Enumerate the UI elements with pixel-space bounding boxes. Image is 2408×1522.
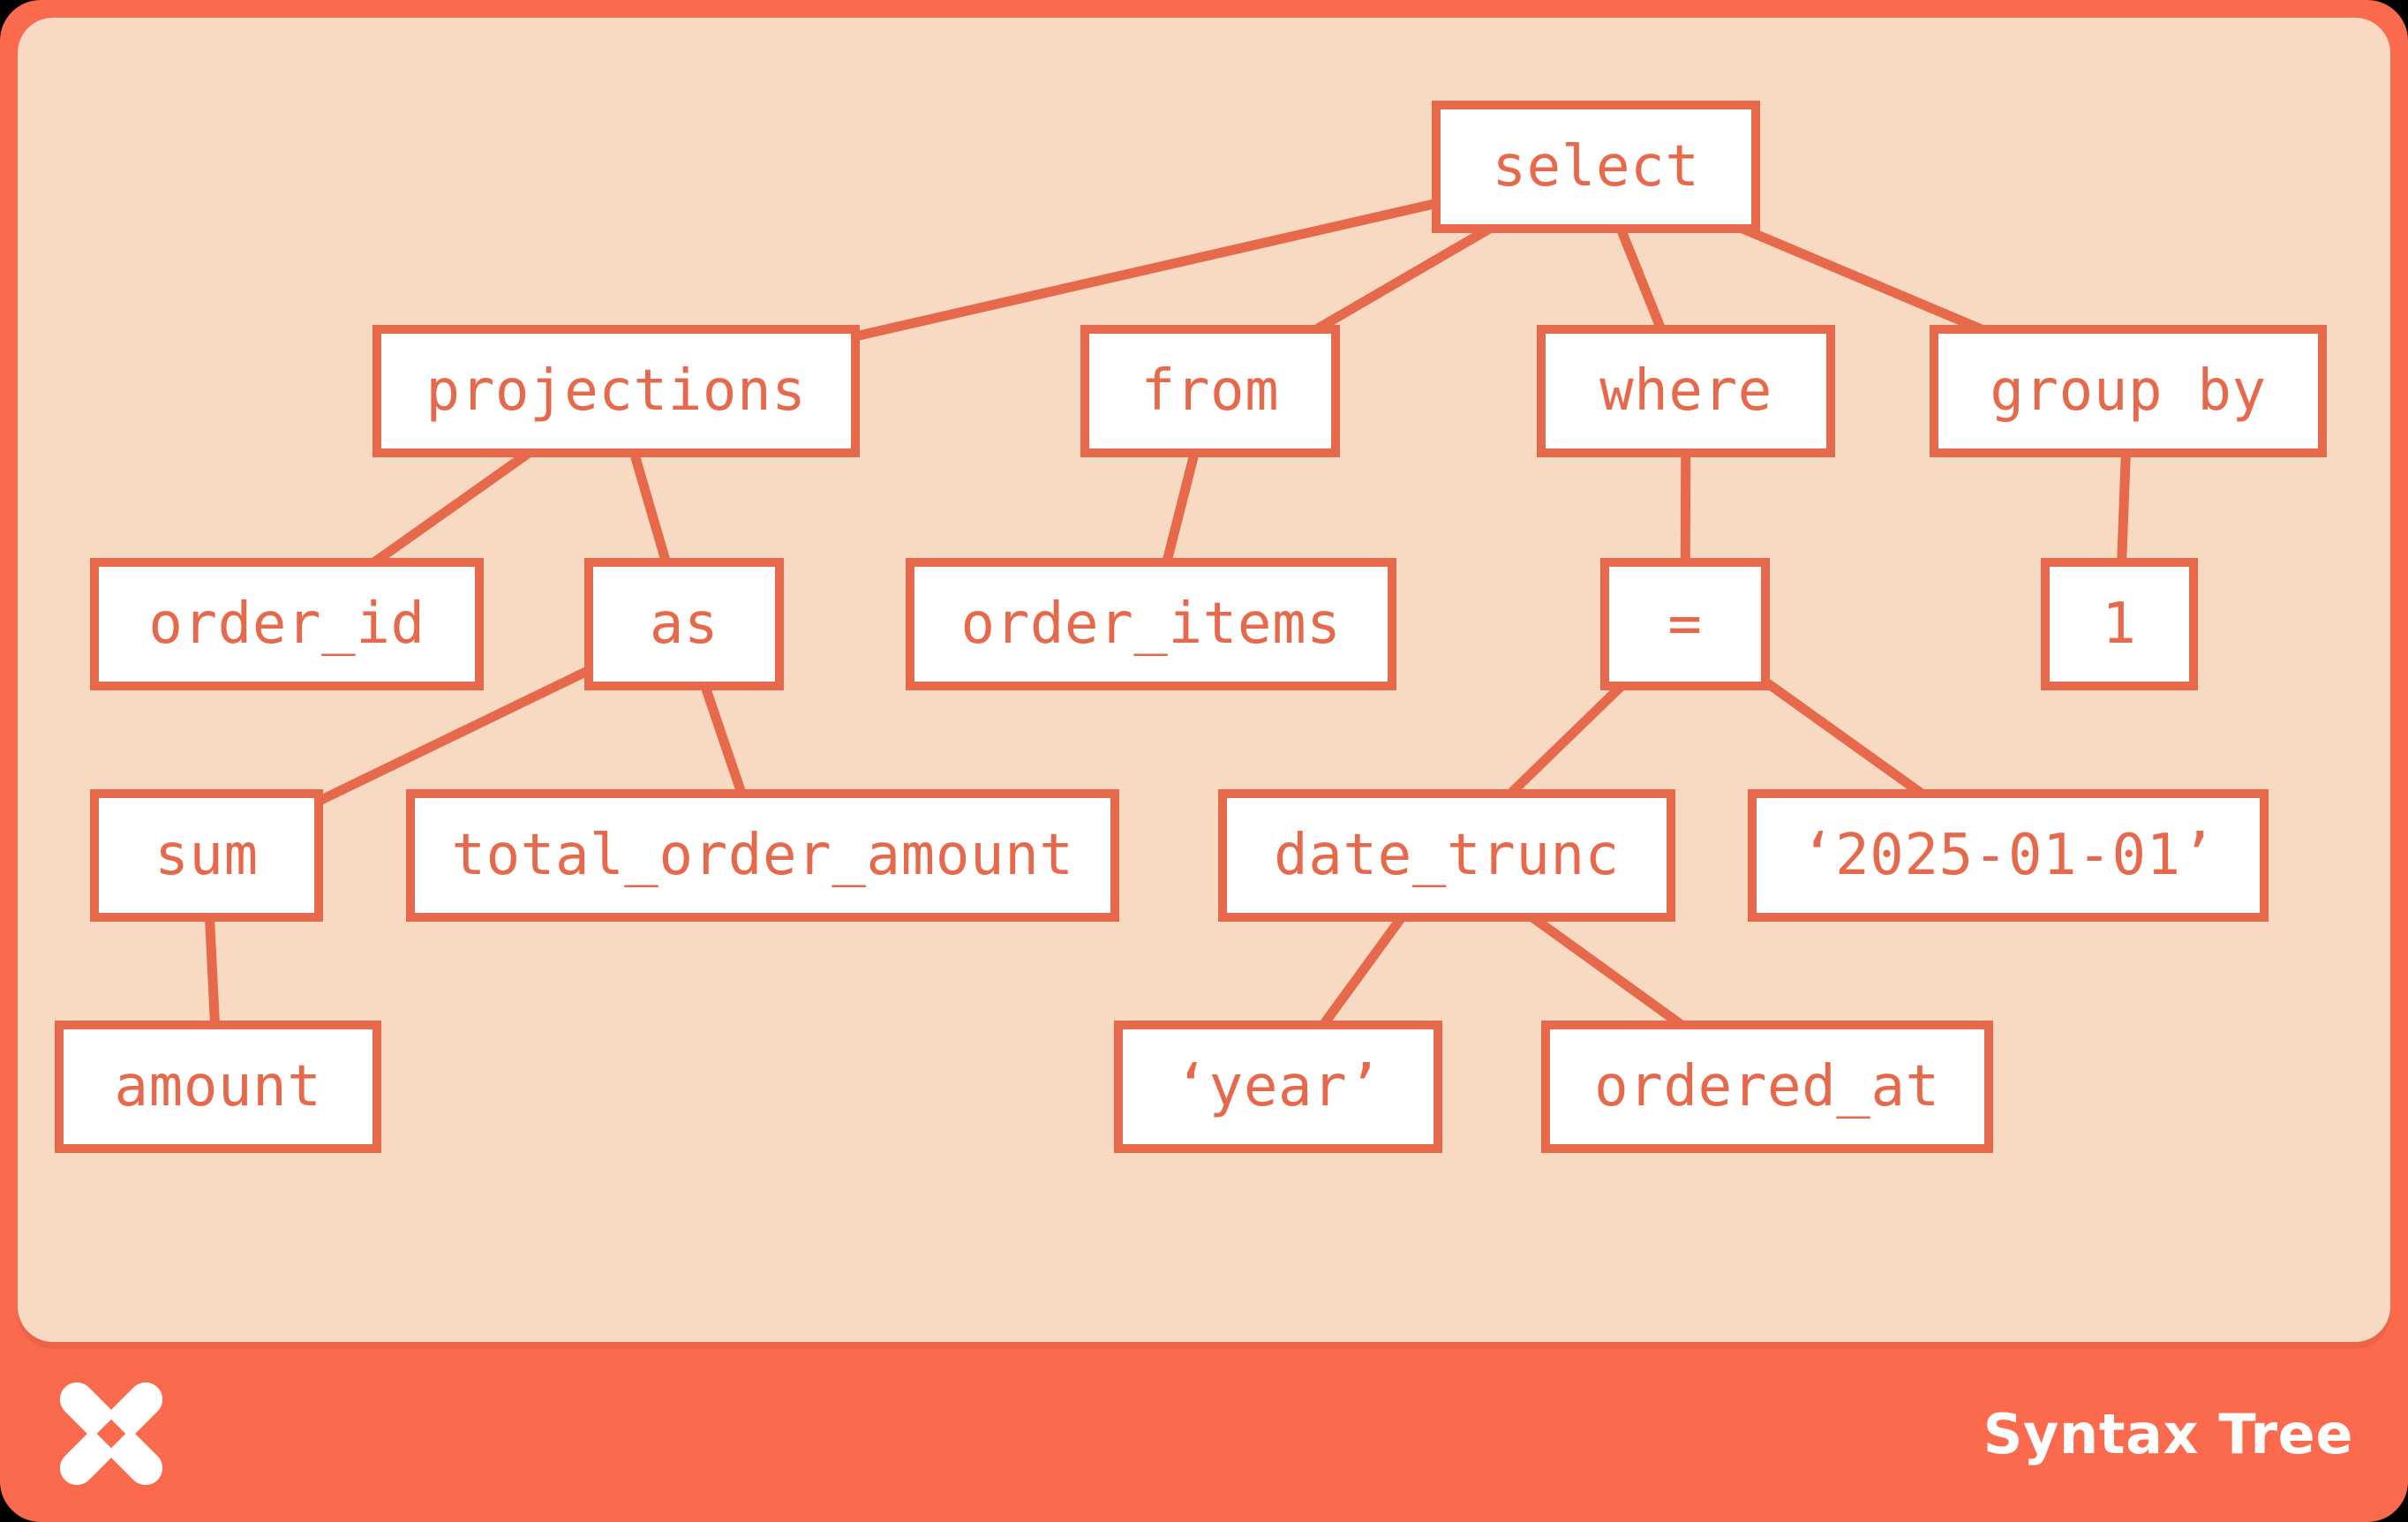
footer-title: Syntax Tree bbox=[1983, 1401, 2353, 1466]
node-where: where bbox=[1537, 325, 1835, 457]
node-date_literal: ‘2025-01-01’ bbox=[1748, 789, 2269, 922]
node-total_order_amount: total_order_amount bbox=[406, 789, 1119, 922]
footer-bar: Syntax Tree bbox=[0, 1345, 2408, 1522]
node-order_id: order_id bbox=[90, 558, 484, 690]
x-star-logo-icon bbox=[59, 1382, 163, 1486]
node-ordered_at: ordered_at bbox=[1541, 1021, 1993, 1153]
node-select: select bbox=[1432, 101, 1760, 233]
node-order_items: order_items bbox=[906, 558, 1396, 690]
node-as: as bbox=[584, 558, 784, 690]
node-one: 1 bbox=[2041, 558, 2198, 690]
node-group_by: group by bbox=[1930, 325, 2327, 457]
node-sum: sum bbox=[90, 789, 323, 922]
node-eq: = bbox=[1600, 558, 1770, 690]
node-date_trunc: date_trunc bbox=[1218, 789, 1675, 922]
node-year_literal: ‘year’ bbox=[1114, 1021, 1442, 1153]
node-from: from bbox=[1080, 325, 1340, 457]
node-projections: projections bbox=[372, 325, 860, 457]
node-amount: amount bbox=[55, 1021, 381, 1153]
